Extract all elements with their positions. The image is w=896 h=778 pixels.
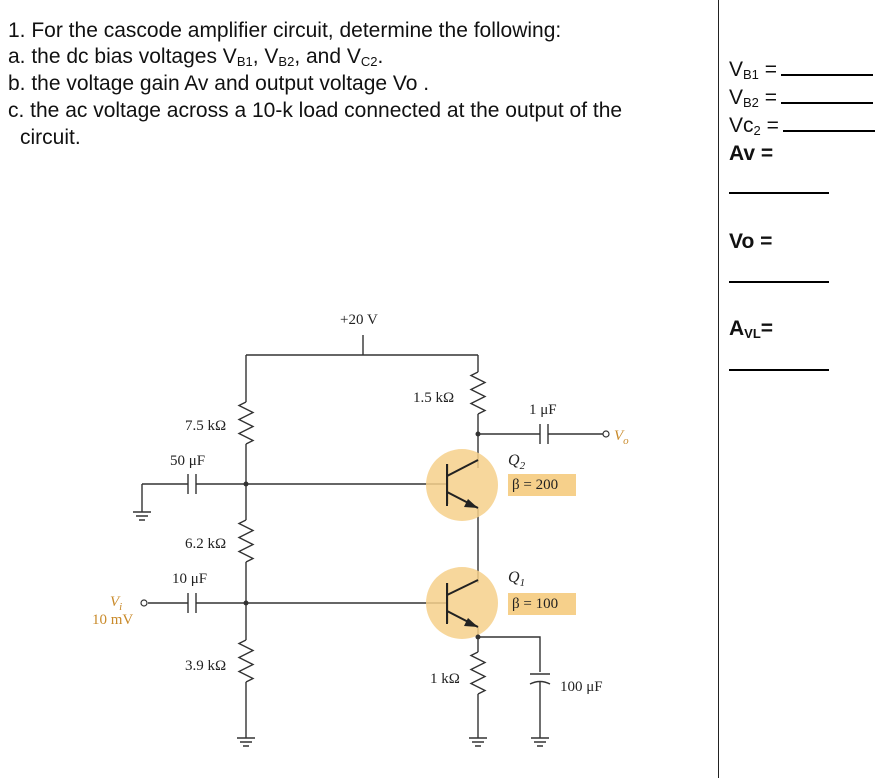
question-line-1: 1. For the cascode amplifier circuit, de… (8, 19, 562, 42)
re-label: 1 kΩ (430, 671, 460, 687)
answer-vo-blank[interactable] (729, 281, 829, 283)
question-line-3: b. the voltage gain Av and output voltag… (8, 72, 430, 95)
vi-value: 10 mV (92, 612, 133, 628)
question-line-2: a. the dc bias voltages VB1, VB2, and VC… (8, 45, 384, 69)
rc-label: 1.5 kΩ (413, 390, 454, 406)
q1-label: Q1 (508, 569, 525, 589)
answer-vc2: Vc2 = (729, 112, 875, 138)
question-line-4: c. the ac voltage across a 10-k load con… (8, 99, 623, 122)
vo-label: Vo (614, 428, 629, 447)
r2-label: 6.2 kΩ (185, 536, 226, 552)
q2-label: Q2 (508, 452, 526, 472)
answer-vb2-blank[interactable] (781, 84, 874, 104)
answer-av-blank[interactable] (729, 192, 829, 194)
column-divider (718, 0, 719, 778)
c-e-label: 100 μF (560, 679, 603, 695)
cascode-circuit-diagram: +20 V 7.5 kΩ 50 μF 6.2 kΩ 10 μF 3.9 kΩ 1… (92, 312, 629, 747)
answer-av-label: Av = (729, 142, 774, 165)
answer-vb2: VB2 = (729, 84, 874, 110)
beta2-label: β = 200 (512, 477, 558, 493)
question-line-5: circuit. (20, 126, 81, 149)
r3-label: 3.9 kΩ (185, 658, 226, 674)
answer-vo-label: Vo = (729, 230, 773, 253)
answer-vc2-blank[interactable] (782, 112, 875, 132)
c1-label: 50 μF (170, 453, 205, 469)
supply-label: +20 V (340, 312, 378, 328)
beta1-label: β = 100 (512, 596, 558, 612)
c2-label: 10 μF (172, 571, 207, 587)
answer-vb1: VB1 = (729, 56, 874, 82)
r1-label: 7.5 kΩ (185, 418, 226, 434)
answer-avl-label: AVL= (729, 317, 774, 341)
vi-label: Vi (110, 594, 122, 613)
answer-vb1-blank[interactable] (781, 56, 874, 76)
answer-avl-blank[interactable] (729, 369, 829, 371)
c-out-label: 1 μF (529, 402, 557, 418)
